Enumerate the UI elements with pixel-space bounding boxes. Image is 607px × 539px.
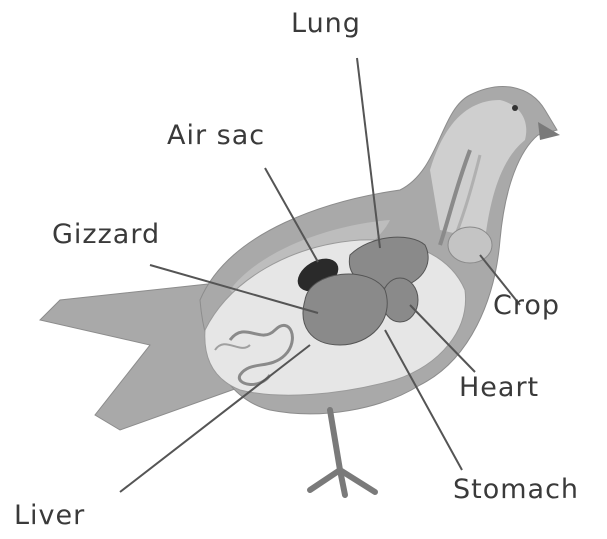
eye	[512, 105, 518, 111]
label-liver: Liver	[14, 502, 85, 529]
label-crop: Crop	[493, 292, 560, 319]
label-gizzard: Gizzard	[52, 221, 160, 248]
label-heart: Heart	[459, 374, 539, 401]
crop-organ	[448, 227, 492, 263]
leg	[310, 410, 375, 495]
label-lung: Lung	[291, 10, 361, 37]
label-stomach: Stomach	[453, 476, 579, 503]
label-air-sac: Air sac	[167, 122, 265, 149]
